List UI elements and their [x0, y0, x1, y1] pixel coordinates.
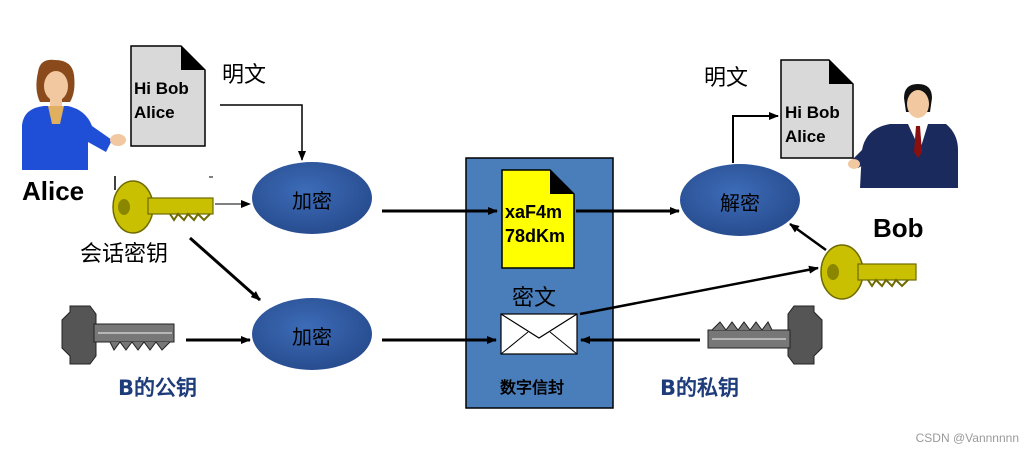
envelope-icon: [500, 313, 578, 355]
watermark: CSDN @Vannnnnn: [915, 431, 1019, 445]
ciphertext-label: 密文: [512, 286, 557, 311]
session-key-label: 会话密钥: [80, 242, 169, 267]
bob-person-icon: [848, 84, 958, 188]
b-public-key-label: B的公钥: [118, 376, 198, 400]
plaintext-right-line1: Hi Bob: [785, 103, 840, 122]
plaintext-label-right: 明文: [704, 66, 749, 91]
plaintext-document-right: [780, 59, 854, 159]
decrypt-ellipse: [680, 164, 800, 236]
digital-envelope-label: 数字信封: [500, 378, 565, 397]
gold-key-icon: [112, 176, 214, 234]
ciphertext-document: [501, 169, 575, 269]
plaintext-label-left: 明文: [222, 63, 267, 88]
plaintext-document-left: [130, 45, 206, 147]
plaintext-left-line1: Hi Bob: [134, 79, 189, 98]
alice-person-icon: [22, 59, 126, 170]
gray-key-icon: [61, 305, 175, 365]
b-private-key-label: B的私钥: [660, 376, 740, 400]
plaintext-left-line2: Alice: [134, 103, 175, 122]
encrypt-label-bottom: 加密: [292, 325, 332, 349]
encrypt-ellipse-bottom: [252, 298, 372, 370]
alice-name: Alice: [22, 176, 85, 206]
ciphertext-line2: 78dKm: [505, 226, 566, 246]
bob-name: Bob: [873, 213, 924, 243]
ciphertext-line1: xaF4m: [505, 202, 563, 222]
gray-key-icon: [707, 305, 823, 365]
decrypt-label: 解密: [720, 191, 760, 215]
encrypt-ellipse-top: [252, 162, 372, 234]
flow-arrows: [186, 104, 827, 344]
plaintext-right-line2: Alice: [785, 127, 826, 146]
gold-key-icon: [820, 244, 917, 300]
encrypt-label-top: 加密: [292, 189, 332, 213]
